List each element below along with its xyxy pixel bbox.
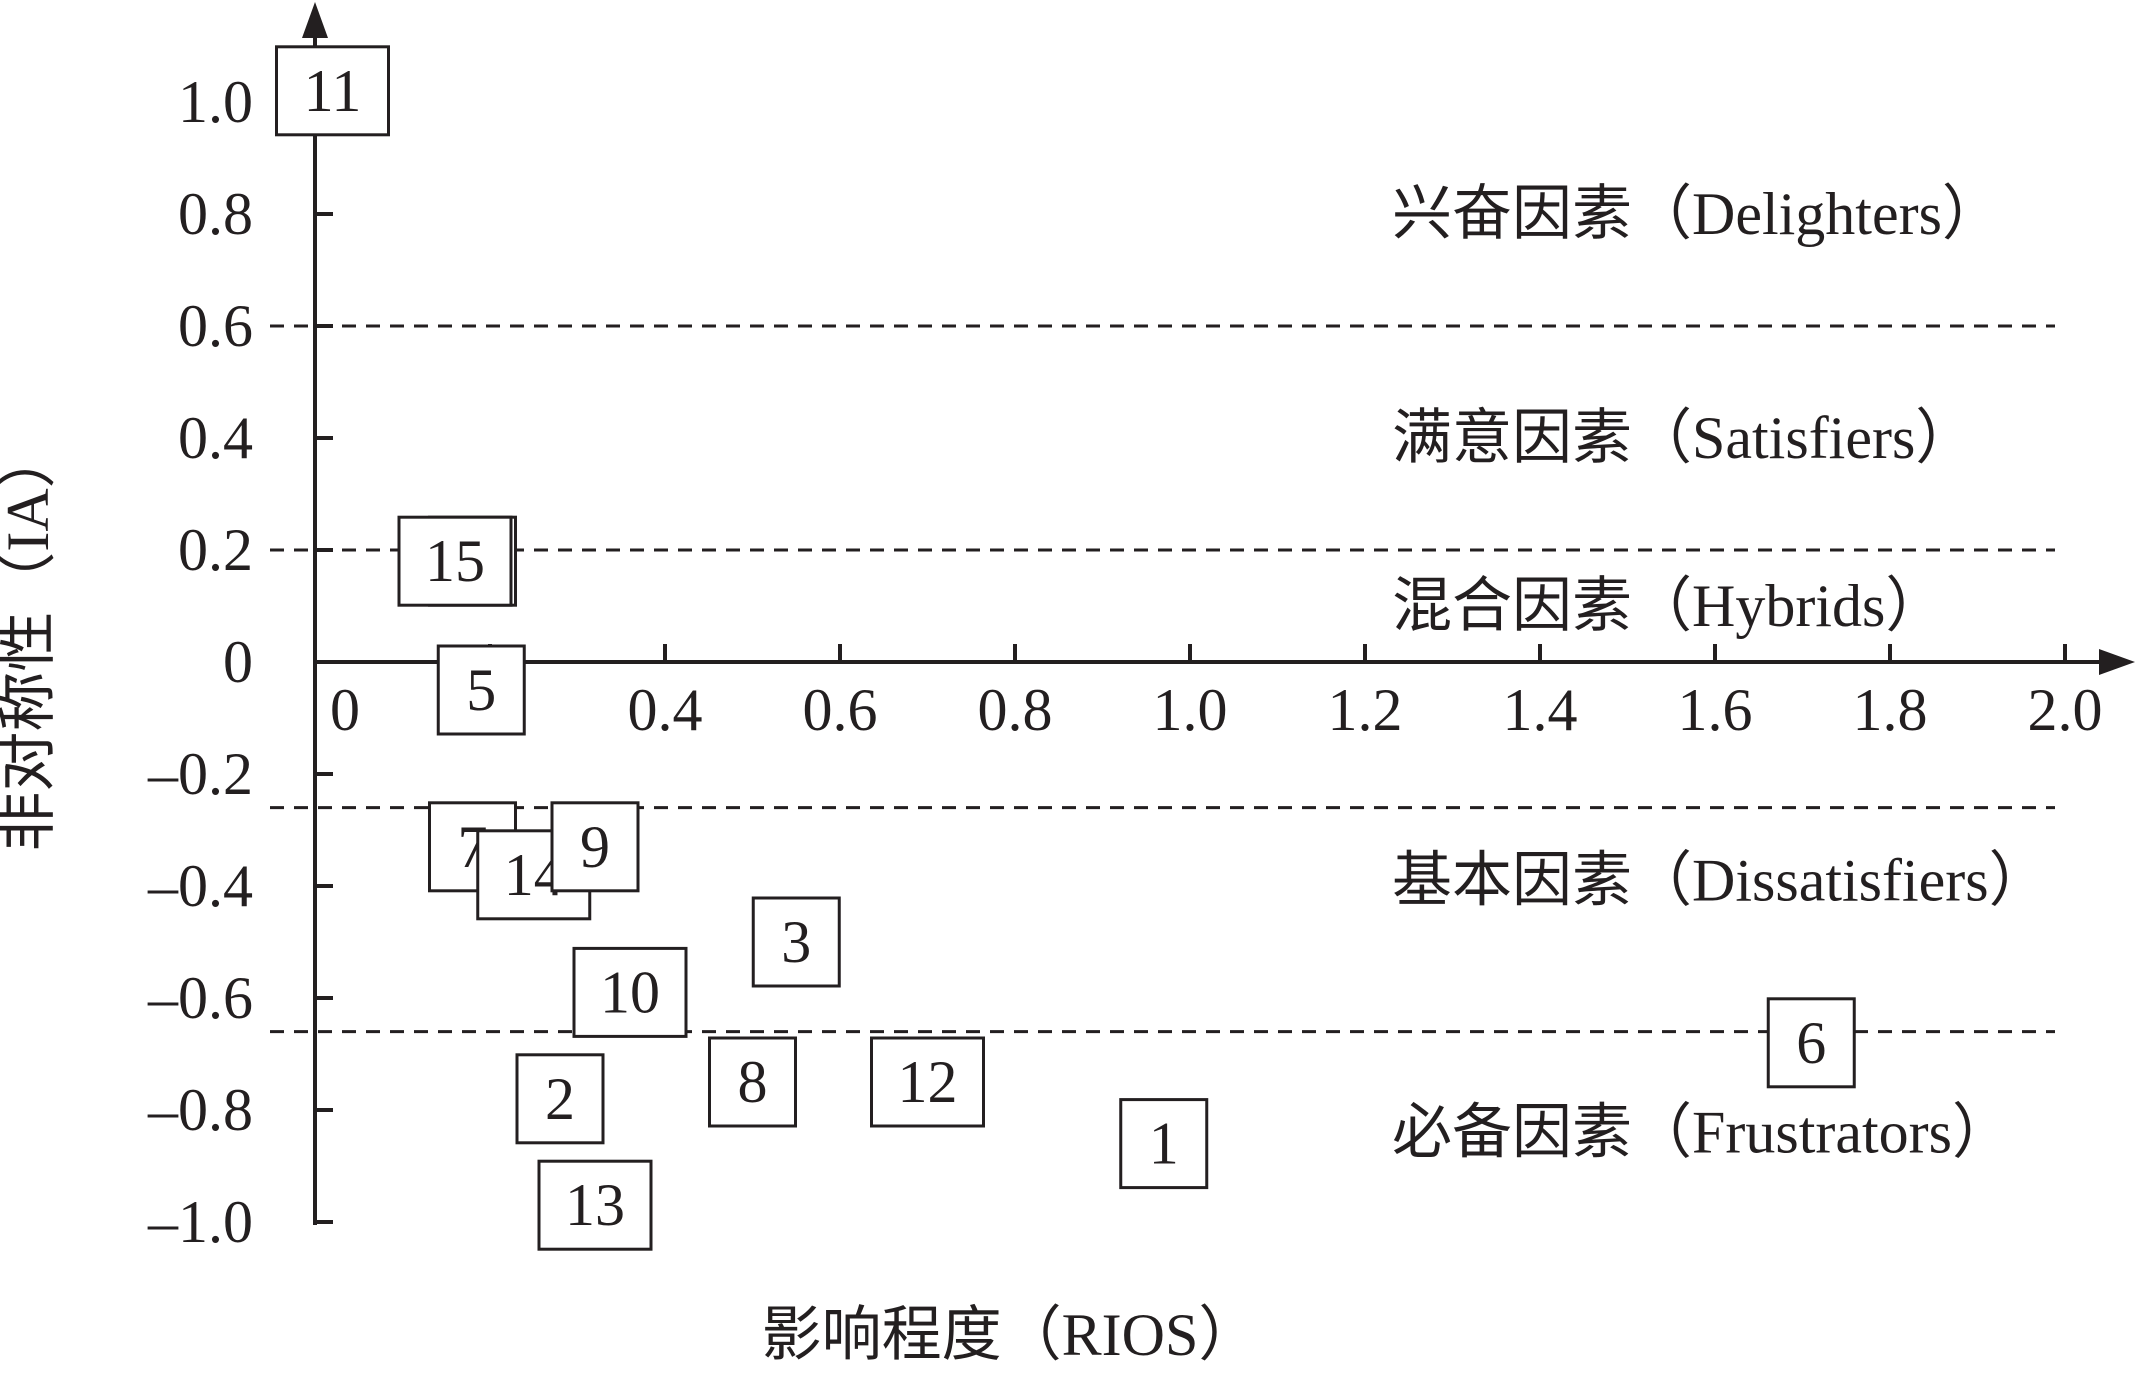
x-tick-label: 1.6 bbox=[1678, 677, 1753, 743]
x-tick-label: 1.0 bbox=[1153, 677, 1228, 743]
data-point-label: 6 bbox=[1796, 1010, 1826, 1076]
region-label: 必备因素（Frustrators） bbox=[1392, 1099, 2012, 1165]
y-tick-label: –0.4 bbox=[147, 853, 253, 919]
data-point-label: 2 bbox=[545, 1066, 575, 1132]
y-tick-label: –0.6 bbox=[147, 965, 253, 1031]
data-point-label: 15 bbox=[425, 528, 485, 594]
data-point-box bbox=[397, 515, 513, 607]
y-axis-title: 非对称性（IA） bbox=[0, 428, 61, 851]
x-axis-arrow bbox=[2099, 649, 2135, 675]
data-point: 9 bbox=[550, 801, 640, 893]
data-point-label: 3 bbox=[781, 909, 811, 975]
data-point: 6 bbox=[1766, 997, 1856, 1089]
data-point-label: 5 bbox=[466, 657, 496, 723]
region-label: 满意因素（Satisfiers） bbox=[1392, 405, 1975, 471]
data-point-box bbox=[1766, 997, 1856, 1089]
y-tick-label: 1.0 bbox=[178, 69, 253, 135]
x-tick-label: 0.4 bbox=[628, 677, 703, 743]
x-tick-label: 0.8 bbox=[978, 677, 1053, 743]
x-tick-label: 0 bbox=[330, 677, 360, 743]
data-point-label: 11 bbox=[304, 58, 362, 124]
data-point-label: 13 bbox=[565, 1172, 625, 1238]
data-point-label: 8 bbox=[738, 1049, 768, 1115]
data-point-box bbox=[751, 896, 841, 988]
x-axis-title: 影响程度（RIOS） bbox=[762, 1302, 1259, 1368]
data-point: 10 bbox=[572, 946, 688, 1038]
data-point: 2 bbox=[515, 1053, 605, 1145]
y-tick-label: 0.8 bbox=[178, 181, 253, 247]
data-point-box bbox=[1119, 1098, 1209, 1190]
region-label: 兴奋因素（Delighters） bbox=[1392, 181, 2002, 247]
data-point-label: 12 bbox=[898, 1049, 958, 1115]
data-point: 1 bbox=[1119, 1098, 1209, 1190]
data-point-box bbox=[550, 801, 640, 893]
x-tick-label: 1.8 bbox=[1853, 677, 1928, 743]
x-tick-label: 1.2 bbox=[1328, 677, 1403, 743]
data-point: 12 bbox=[870, 1036, 985, 1128]
data-point-label: 10 bbox=[600, 959, 660, 1025]
y-tick-label: 0 bbox=[223, 629, 253, 695]
data-point-box bbox=[870, 1036, 985, 1128]
data-point-box bbox=[708, 1036, 797, 1128]
data-point: 8 bbox=[708, 1036, 797, 1128]
data-point-box bbox=[436, 644, 526, 736]
y-tick-label: 0.6 bbox=[178, 293, 253, 359]
data-point: 3 bbox=[751, 896, 841, 988]
data-point: 5 bbox=[436, 644, 526, 736]
axes bbox=[302, 2, 2135, 1225]
data-points: 114155714931068122113 bbox=[275, 45, 1856, 1251]
data-point-box bbox=[537, 1159, 653, 1251]
data-point: 13 bbox=[537, 1159, 653, 1251]
region-label: 混合因素（Hybrids） bbox=[1392, 573, 1945, 639]
data-point-box bbox=[275, 45, 390, 137]
x-tick-label: 0.6 bbox=[803, 677, 878, 743]
data-point: 15 bbox=[397, 515, 513, 607]
x-tick-label: 1.4 bbox=[1503, 677, 1578, 743]
x-tick-label: 2.0 bbox=[2028, 677, 2103, 743]
data-point-label: 9 bbox=[580, 814, 610, 880]
data-point-box bbox=[572, 946, 688, 1038]
y-tick-label: –1.0 bbox=[147, 1189, 253, 1255]
region-label: 基本因素（Dissatisfiers） bbox=[1392, 847, 2049, 913]
y-axis-arrow bbox=[302, 2, 328, 38]
y-tick-label: –0.2 bbox=[147, 741, 253, 807]
data-point-box bbox=[515, 1053, 605, 1145]
y-tick-label: 0.4 bbox=[178, 405, 253, 471]
y-tick-label: 0.2 bbox=[178, 517, 253, 583]
data-point: 11 bbox=[275, 45, 390, 137]
region-labels: 兴奋因素（Delighters） 满意因素（Satisfiers） 混合因素（Hyb… bbox=[1392, 181, 2049, 1165]
y-tick-label: –0.8 bbox=[147, 1077, 253, 1143]
data-point-label: 1 bbox=[1149, 1111, 1179, 1177]
